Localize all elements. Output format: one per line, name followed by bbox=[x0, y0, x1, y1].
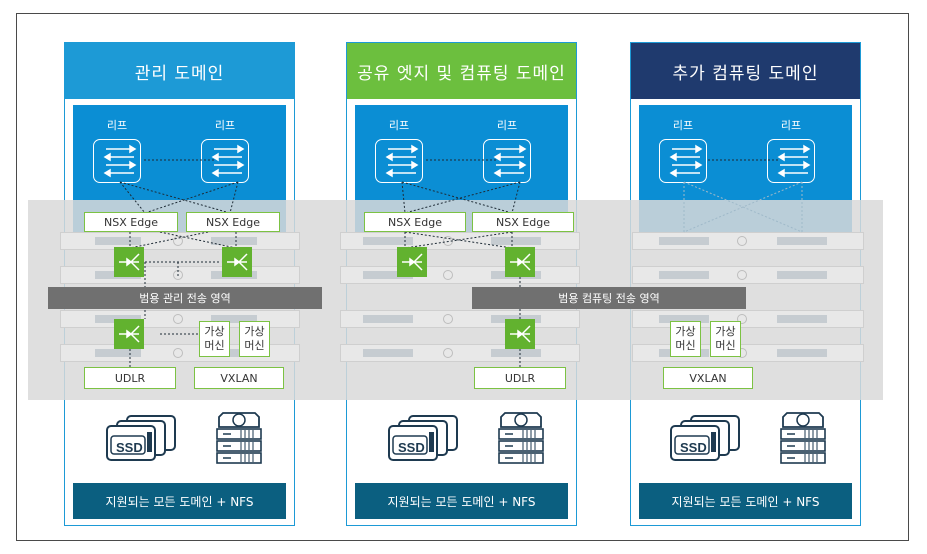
shared-domain-title: 공유 엣지 및 컴퓨팅 도메인 bbox=[347, 43, 576, 99]
server-rack bbox=[340, 344, 580, 362]
distributed-router-icon bbox=[114, 319, 144, 349]
leaf-switch-icon bbox=[483, 139, 531, 183]
server-rack bbox=[60, 266, 300, 284]
compute-domain-title: 추가 컴퓨팅 도메인 bbox=[631, 43, 860, 99]
leaf-label: 리프 bbox=[106, 119, 128, 132]
distributed-router-icon bbox=[505, 319, 535, 349]
shared-footer: 지원되는 모든 도메인 + NFS bbox=[355, 483, 568, 519]
vxlan-box: VXLAN bbox=[194, 367, 284, 389]
leaf-switch-icon bbox=[201, 139, 249, 183]
management-footer: 지원되는 모든 도메인 + NFS bbox=[73, 483, 286, 519]
leaf-label: 리프 bbox=[672, 119, 694, 132]
management-storage bbox=[73, 411, 286, 479]
vxlan-box: VXLAN bbox=[663, 367, 753, 389]
nsx-edge-box: NSX Edge bbox=[84, 212, 178, 232]
nsx-edge-box: NSX Edge bbox=[186, 212, 280, 232]
transport-zone-compute: 범용 컴퓨팅 전송 영역 bbox=[472, 287, 746, 309]
management-domain-title: 관리 도메인 bbox=[65, 43, 294, 99]
shared-storage bbox=[355, 411, 568, 479]
leaf-label: 리프 bbox=[496, 119, 518, 132]
nsx-edge-box: NSX Edge bbox=[364, 212, 466, 232]
server-rack bbox=[632, 232, 864, 250]
server-rack bbox=[60, 232, 300, 250]
server-rack bbox=[632, 310, 864, 328]
leaf-label: 리프 bbox=[214, 119, 236, 132]
distributed-router-icon bbox=[114, 247, 144, 277]
leaf-switch-icon bbox=[659, 139, 707, 183]
distributed-router-icon bbox=[505, 247, 535, 277]
server-rack bbox=[632, 266, 864, 284]
server-rack bbox=[340, 232, 580, 250]
udlr-box: UDLR bbox=[84, 367, 176, 389]
server-rack bbox=[632, 344, 864, 362]
compute-storage bbox=[639, 411, 852, 479]
udlr-box: UDLR bbox=[474, 367, 566, 389]
server-rack bbox=[340, 266, 580, 284]
leaf-switch-icon bbox=[767, 139, 815, 183]
distributed-router-icon bbox=[397, 247, 427, 277]
distributed-router-icon bbox=[222, 247, 252, 277]
leaf-label: 리프 bbox=[388, 119, 410, 132]
server-rack bbox=[340, 310, 580, 328]
nsx-edge-box: NSX Edge bbox=[472, 212, 574, 232]
compute-footer: 지원되는 모든 도메인 + NFS bbox=[639, 483, 852, 519]
leaf-switch-icon bbox=[93, 139, 141, 183]
leaf-label: 리프 bbox=[780, 119, 802, 132]
transport-zone-management: 범용 관리 전송 영역 bbox=[48, 287, 322, 309]
leaf-switch-icon bbox=[375, 139, 423, 183]
diagram-frame bbox=[16, 13, 909, 541]
